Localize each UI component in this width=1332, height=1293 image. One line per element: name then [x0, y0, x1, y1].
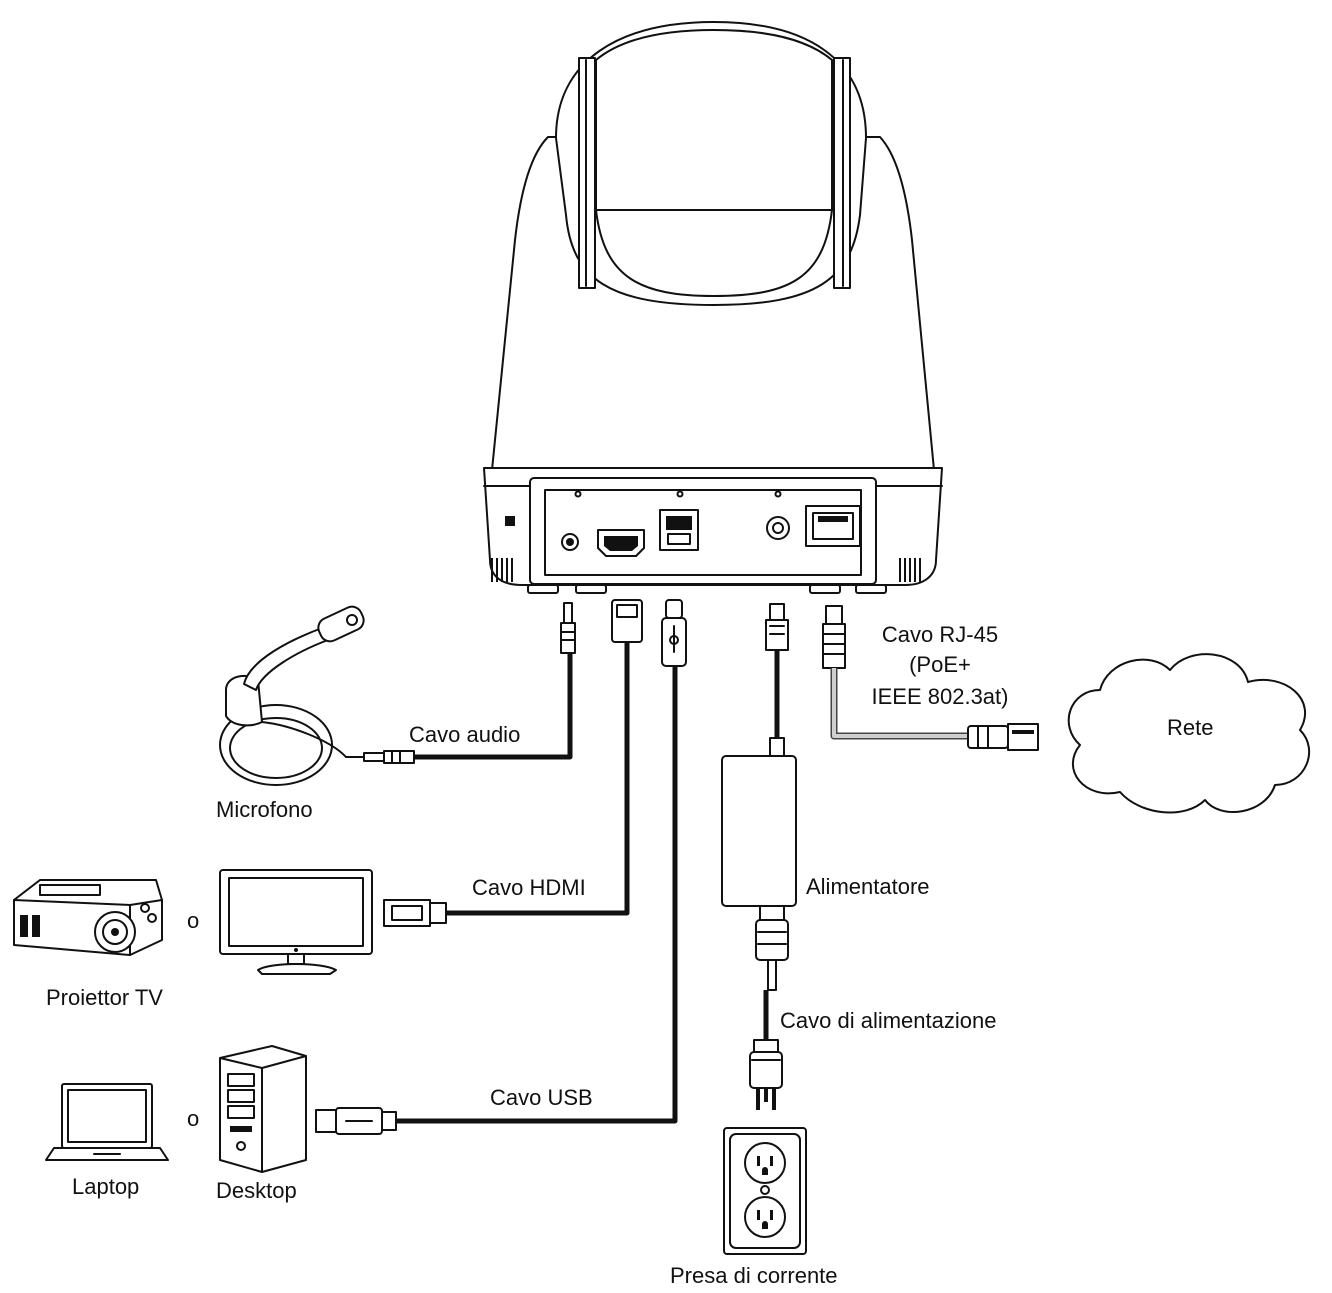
usb-port-icon — [659, 509, 699, 551]
hdmi-plug-icon — [611, 599, 643, 643]
audio-plug-icon — [560, 602, 576, 654]
microphone-icon — [219, 605, 365, 786]
power-cord-label: Cavo di alimentazione — [780, 1008, 997, 1033]
hdmi-port-icon — [597, 529, 645, 557]
mains-plug-icon — [749, 1039, 783, 1110]
audio-port-icon — [561, 533, 579, 551]
power-outlet-label: Presa di corrente — [670, 1263, 838, 1288]
microphone-label: Microfono — [216, 797, 313, 822]
projector-icon — [13, 879, 163, 956]
hdmi-cable-line — [445, 642, 630, 916]
hdmi-end-plug-icon — [383, 899, 447, 927]
wall-outlet-icon — [723, 1127, 807, 1255]
or-display-label: o — [187, 908, 200, 933]
desktop-label: Desktop — [216, 1178, 297, 1203]
rj45-port-icon — [805, 505, 861, 547]
power-adapter-icon — [721, 737, 797, 991]
rj45-end-plug-icon — [967, 723, 1039, 751]
usb-cable-label: Cavo USB — [490, 1085, 593, 1110]
rj45-cable-label-line2: (PoE+ — [909, 652, 971, 677]
audio-end-plug-icon — [345, 750, 415, 764]
rj45-cable-label-line3: IEEE 802.3at) — [871, 684, 1009, 709]
ptz-camera-icon — [483, 21, 943, 594]
power-plug-icon — [765, 603, 789, 651]
usb-cable-line — [395, 666, 678, 1124]
ethernet-cable-inner — [832, 668, 970, 738]
audio-cable-label: Cavo audio — [409, 722, 521, 747]
power-port-icon — [766, 516, 790, 540]
rj45-plug-icon — [822, 605, 846, 669]
cloud-icon — [1067, 653, 1311, 814]
usb-end-plug-icon — [315, 1107, 397, 1135]
network-label: Rete — [1167, 715, 1214, 740]
or-computer-label: o — [187, 1106, 200, 1131]
laptop-label: Laptop — [72, 1174, 140, 1199]
monitor-icon — [219, 869, 373, 975]
rj45-cable-label-line1: Cavo RJ-45 — [881, 622, 999, 647]
desktop-tower-icon — [219, 1045, 307, 1173]
hdmi-cable-label: Cavo HDMI — [472, 875, 586, 900]
usb-plug-icon — [661, 599, 687, 667]
audio-cable-line — [412, 653, 573, 760]
projector-tv-label: Proiettor TV — [46, 985, 163, 1010]
laptop-icon — [45, 1083, 169, 1161]
power-adapter-label: Alimentatore — [806, 874, 930, 899]
